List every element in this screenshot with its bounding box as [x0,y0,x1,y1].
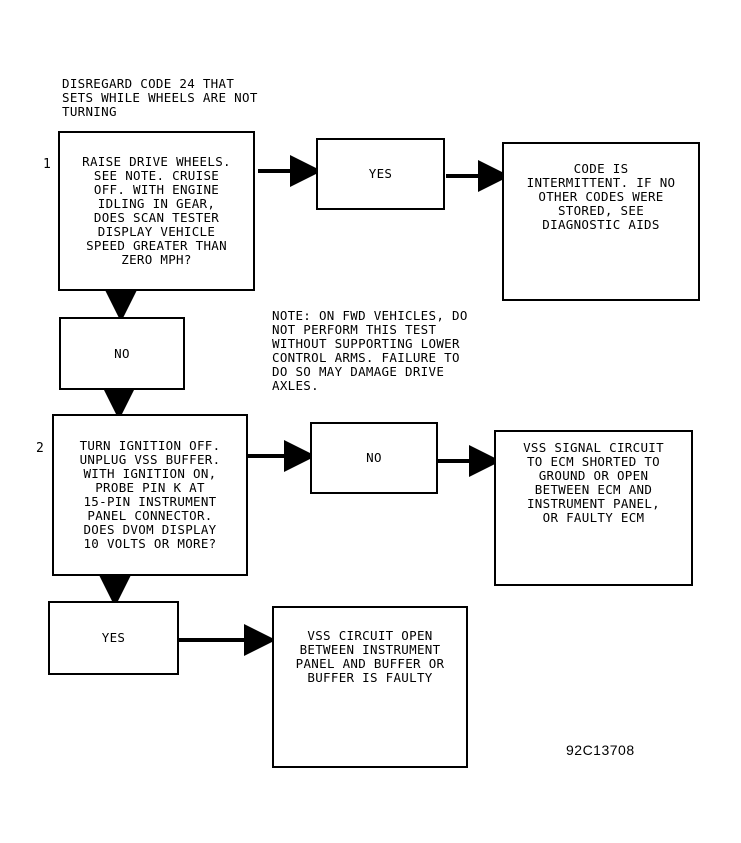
step1-yes-box: YES [316,138,445,210]
step2-yes-box: YES [48,601,179,675]
step1-no-box: NO [59,317,185,390]
step1-no-label: NO [114,345,130,361]
step2-yes-result-text: VSS CIRCUIT OPEN BETWEEN INSTRUMENT PANE… [295,628,445,685]
step2-no-result-text: VSS SIGNAL CIRCUIT TO ECM SHORTED TO GRO… [523,440,664,525]
step2-question-box: TURN IGNITION OFF. UNPLUG VSS BUFFER. WI… [52,414,248,576]
step2-yes-result-box: VSS CIRCUIT OPEN BETWEEN INSTRUMENT PANE… [272,606,468,768]
step2-no-label: NO [366,450,382,465]
step-number-1: 1 [43,157,52,172]
step2-yes-label: YES [101,630,126,645]
step1-question-box: RAISE DRIVE WHEELS. SEE NOTE. CRUISE OFF… [58,131,255,291]
step-number-2: 2 [36,441,45,456]
step2-no-result-box: VSS SIGNAL CIRCUIT TO ECM SHORTED TO GRO… [494,430,693,586]
step1-yes-result-box: CODE IS INTERMITTENT. IF NO OTHER CODES … [502,142,700,301]
step1-yes-label: YES [368,166,393,181]
step1-question-text: RAISE DRIVE WHEELS. SEE NOTE. CRUISE OFF… [82,154,231,267]
figure-id: 92C13708 [566,742,635,758]
step2-question-text: TURN IGNITION OFF. UNPLUG VSS BUFFER. WI… [79,438,221,551]
header-note: DISREGARD CODE 24 THAT SETS WHILE WHEELS… [62,76,258,119]
side-note: NOTE: ON FWD VEHICLES, DO NOT PERFORM TH… [272,308,468,393]
step2-no-box: NO [310,422,438,494]
step1-yes-result-text: CODE IS INTERMITTENT. IF NO OTHER CODES … [526,160,676,232]
